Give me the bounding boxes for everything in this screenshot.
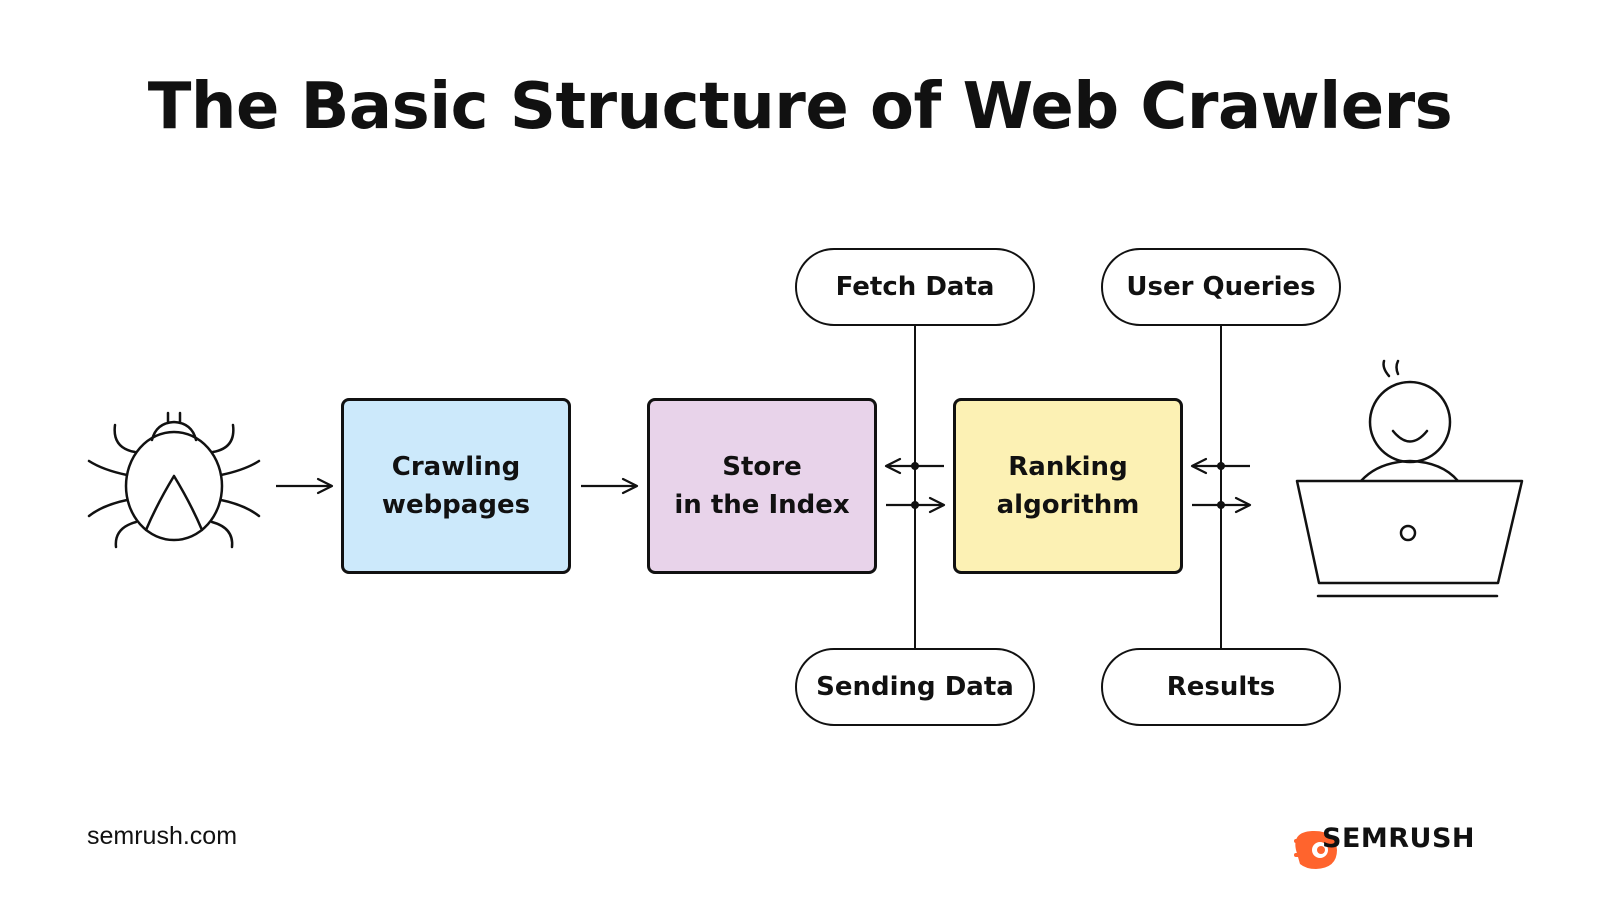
connector-ranking-user [1190,326,1252,648]
ranking-algorithm-label: Ranking algorithm [996,452,1140,520]
brand-logo-spacer [1264,818,1316,858]
store-index-box: Store in the Index [647,398,877,574]
user-queries-pill: User Queries [1101,248,1341,326]
connector-store-ranking [884,326,946,648]
store-index-label: Store in the Index [674,452,850,520]
footer-url: semrush.com [87,822,238,850]
semrush-logo-icon [1294,830,1337,869]
user-at-laptop-icon [1295,359,1524,598]
brand: SEMRUSH [1264,818,1475,858]
crawling-webpages-label: Crawling webpages [381,452,531,520]
crawling-webpages-box: Crawling webpages [341,398,571,574]
sending-data-pill: Sending Data [795,648,1035,726]
fetch-data-pill: Fetch Data [795,248,1035,326]
brand-name: SEMRUSH [1322,822,1476,854]
ranking-algorithm-box: Ranking algorithm [953,398,1183,574]
spider-icon [87,411,261,549]
page-title: The Basic Structure of Web Crawlers [147,70,1453,144]
results-pill: Results [1101,648,1341,726]
